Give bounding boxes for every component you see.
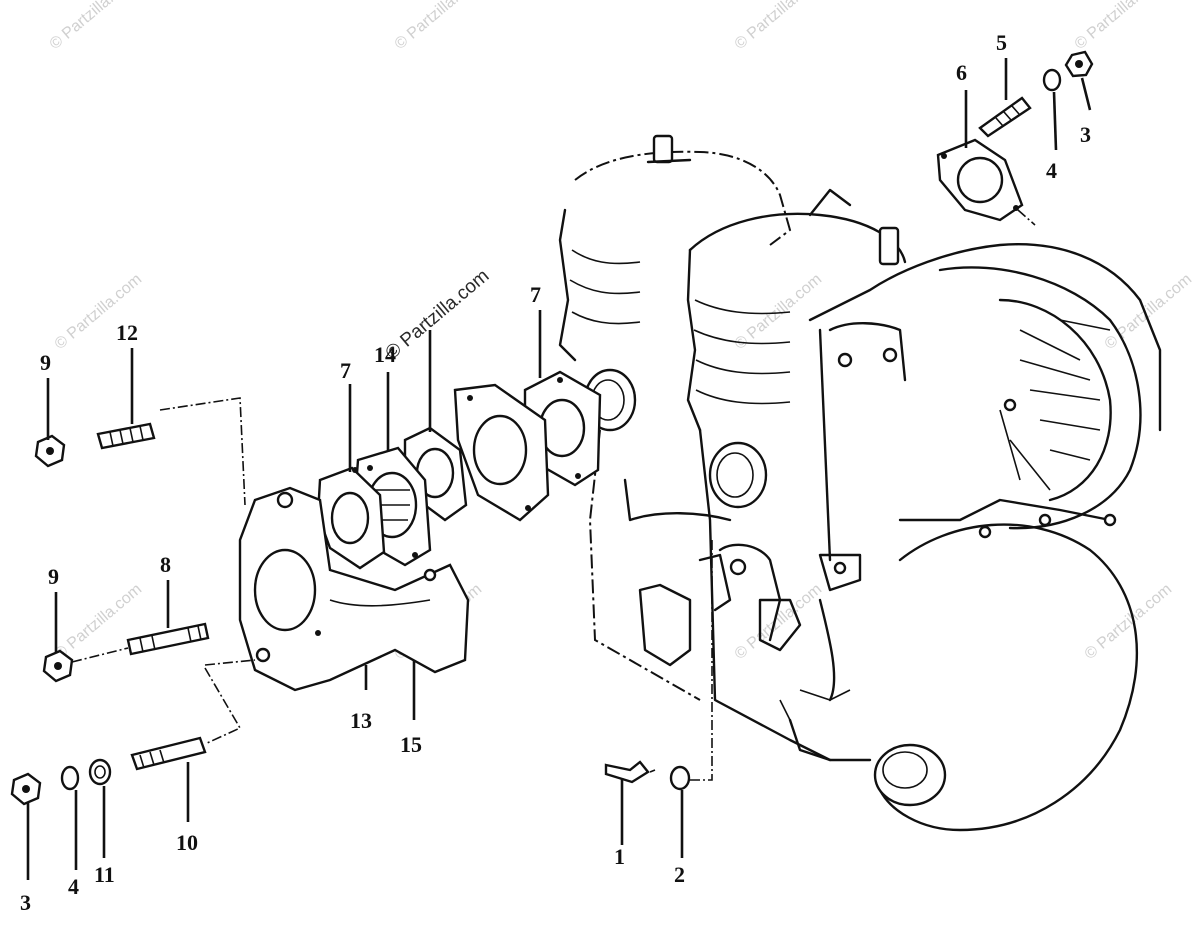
guide-lines <box>71 209 1036 781</box>
callout-c7a: 7 <box>340 358 351 383</box>
leader-lines <box>26 58 1092 880</box>
stud-8 <box>126 622 210 656</box>
watermark: © Partzilla.com <box>392 0 486 53</box>
insulator <box>453 383 550 522</box>
callout-c9a: 9 <box>40 350 51 375</box>
washer-4-bottom <box>60 765 80 791</box>
stud-12 <box>96 422 156 450</box>
stud-10 <box>130 736 207 771</box>
callout-c7b: 7 <box>530 282 541 307</box>
callout-c12: 12 <box>116 320 138 345</box>
fitting-1 <box>604 760 650 784</box>
callout-c11: 11 <box>94 862 115 887</box>
washer-4-top <box>1042 68 1062 92</box>
callout-c4a: 4 <box>1046 158 1057 183</box>
stud-5 <box>978 96 1032 138</box>
watermark-dark: © Partzilla.com <box>382 265 494 363</box>
engine-block <box>558 134 1162 832</box>
watermark: © Partzilla.com <box>1072 0 1166 53</box>
watermark: © Partzilla.com <box>47 0 141 53</box>
gasket-6 <box>936 138 1024 222</box>
washer-11 <box>88 758 112 786</box>
callout-c8: 8 <box>160 552 171 577</box>
callout-c9b: 9 <box>48 564 59 589</box>
intake-manifold-13 <box>238 486 470 692</box>
callout-c13: 13 <box>350 708 372 733</box>
callout-c1: 1 <box>614 844 625 869</box>
callout-c3b: 3 <box>20 890 31 915</box>
washer-2 <box>669 765 691 791</box>
callout-c2: 2 <box>674 862 685 887</box>
callout-c5: 5 <box>996 30 1007 55</box>
callout-c6: 6 <box>956 60 967 85</box>
watermark: © Partzilla.com <box>1102 271 1196 353</box>
callout-c14: 14 <box>374 342 396 367</box>
callout-c15: 15 <box>400 732 422 757</box>
callout-c4b: 4 <box>68 874 79 899</box>
watermark: © Partzilla.com <box>1082 581 1176 663</box>
callout-c3a: 3 <box>1080 122 1091 147</box>
watermark: © Partzilla.com <box>732 271 826 353</box>
callout-c10: 10 <box>176 830 198 855</box>
watermark: © Partzilla.com <box>732 0 826 53</box>
